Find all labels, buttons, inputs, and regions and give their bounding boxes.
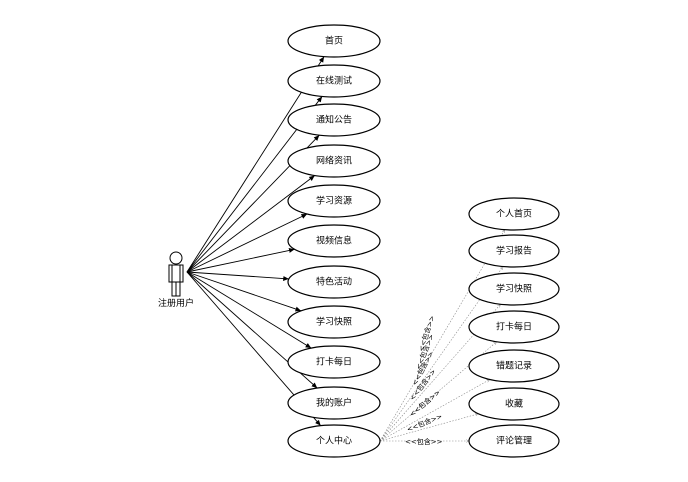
include-line <box>379 230 505 442</box>
use-case-personal-center[interactable]: 个人中心 <box>287 424 381 458</box>
use-case-news[interactable]: 网络资讯 <box>287 144 381 178</box>
sub-use-cases: 个人首页 学习报告 学习快照 打卡每日 错题记录 收藏 评论管理 <box>468 197 560 458</box>
use-case-daily-checkin[interactable]: 打卡每日 <box>287 345 381 379</box>
use-case-home-label: 首页 <box>325 35 343 47</box>
use-case-online-test-label: 在线测试 <box>316 75 352 87</box>
sub-use-case-favorites-label: 收藏 <box>505 398 523 410</box>
use-case-notice-label: 通知公告 <box>316 114 352 126</box>
sub-use-case-study-report-label: 学习报告 <box>496 245 532 257</box>
sub-use-case-personal-home-label: 个人首页 <box>496 208 532 220</box>
include-labels: <<包含>> <<包含>> <<包含>> <<包含>> <<包含>> <<包含>… <box>405 314 444 446</box>
main-use-cases: 首页 在线测试 通知公告 网络资讯 学习资源 视频信息 特色活动 学习快照 <box>287 24 381 458</box>
sub-use-case-favorites[interactable]: 收藏 <box>468 387 560 421</box>
use-case-my-account-label: 我的账户 <box>316 397 352 409</box>
sub-use-case-study-snapshot-label: 学习快照 <box>496 283 532 295</box>
sub-use-case-error-record-label: 错题记录 <box>496 360 532 372</box>
association-line <box>186 271 302 312</box>
sub-use-case-daily-checkin[interactable]: 打卡每日 <box>468 310 560 344</box>
actor-user: 注册用户 <box>158 251 194 309</box>
use-case-my-account[interactable]: 我的账户 <box>287 386 381 420</box>
sub-use-case-comment-management-label: 评论管理 <box>496 435 532 447</box>
association-line <box>186 271 312 349</box>
use-case-study-snapshot[interactable]: 学习快照 <box>287 305 381 339</box>
use-case-home[interactable]: 首页 <box>287 24 381 58</box>
sub-use-case-comment-management[interactable]: 评论管理 <box>468 424 560 458</box>
sub-use-case-error-record[interactable]: 错题记录 <box>468 349 560 383</box>
association-line <box>186 271 289 282</box>
association-line <box>186 213 308 273</box>
use-case-video-info-label: 视频信息 <box>316 235 352 247</box>
association-line <box>186 247 295 273</box>
actor-label: 注册用户 <box>158 297 194 309</box>
use-case-video-info[interactable]: 视频信息 <box>287 224 381 258</box>
use-case-learning-resources[interactable]: 学习资源 <box>287 184 381 218</box>
sub-use-case-study-report[interactable]: 学习报告 <box>468 234 560 268</box>
use-case-online-test[interactable]: 在线测试 <box>287 64 381 98</box>
association-line <box>186 175 316 273</box>
sub-use-case-daily-checkin-label: 打卡每日 <box>496 321 532 333</box>
use-case-activities[interactable]: 特色活动 <box>287 265 381 299</box>
sub-use-case-study-snapshot[interactable]: 学习快照 <box>468 272 560 306</box>
use-case-news-label: 网络资讯 <box>316 155 352 167</box>
use-case-notice[interactable]: 通知公告 <box>287 103 381 137</box>
include-label: <<包含>> <box>405 437 443 446</box>
use-case-study-snapshot-label: 学习快照 <box>316 316 352 328</box>
actor-icon <box>168 251 184 297</box>
include-line <box>379 414 478 442</box>
include-line <box>379 304 501 442</box>
use-case-learning-resources-label: 学习资源 <box>316 195 352 207</box>
use-case-activities-label: 特色活动 <box>316 276 352 288</box>
sub-use-case-personal-home[interactable]: 个人首页 <box>468 197 560 231</box>
use-case-personal-center-label: 个人中心 <box>316 435 352 447</box>
use-case-daily-checkin-label: 打卡每日 <box>316 356 352 368</box>
